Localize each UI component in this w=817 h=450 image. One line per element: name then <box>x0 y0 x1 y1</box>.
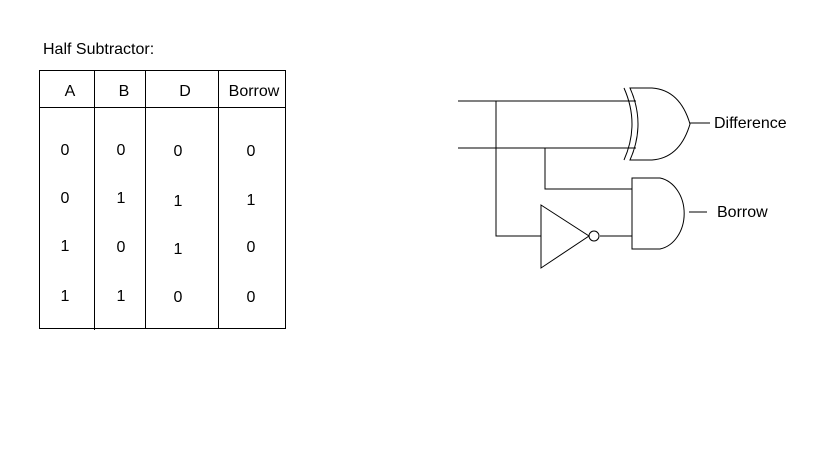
table-cell: 0 <box>173 143 183 160</box>
not-gate-bubble <box>588 230 600 242</box>
header-divider <box>40 107 285 108</box>
wire-b-to-and <box>544 148 632 190</box>
xor-gate-back-curve <box>623 87 633 161</box>
table-cell: 0 <box>246 289 256 306</box>
not-gate <box>540 204 600 269</box>
borrow-label: Borrow <box>717 204 768 221</box>
table-cell: 0 <box>246 239 256 256</box>
table-cell: 0 <box>246 143 256 160</box>
table-cell: 1 <box>173 241 183 258</box>
table-cell: 0 <box>116 239 126 256</box>
column-divider <box>218 70 219 329</box>
table-cell: 1 <box>116 190 126 207</box>
table-cell: 1 <box>60 288 70 305</box>
and-gate <box>631 177 685 250</box>
column-divider <box>145 70 146 328</box>
xor-gate <box>623 87 691 161</box>
page-title: Half Subtractor: <box>43 41 155 58</box>
difference-label: Difference <box>714 115 787 132</box>
table-cell: 0 <box>60 190 70 207</box>
table-cell: 1 <box>246 192 256 209</box>
table-header-b: B <box>118 83 130 100</box>
table-cell: 1 <box>60 238 70 255</box>
wire-a-to-not <box>495 101 541 237</box>
table-cell: 0 <box>173 289 183 306</box>
not-gate-triangle <box>540 204 590 269</box>
table-cell: 0 <box>60 142 70 159</box>
truth-table: A B D Borrow 0 0 0 0 0 1 1 1 1 0 1 0 1 1… <box>39 70 286 330</box>
table-header-a: A <box>64 83 76 100</box>
column-divider <box>94 70 95 330</box>
table-header-d: D <box>179 83 191 100</box>
table-cell: 1 <box>116 288 126 305</box>
table-cell: 1 <box>173 193 183 210</box>
xor-gate-body <box>629 87 691 161</box>
table-cell: 0 <box>116 142 126 159</box>
table-header-borrow: Borrow <box>228 83 280 100</box>
